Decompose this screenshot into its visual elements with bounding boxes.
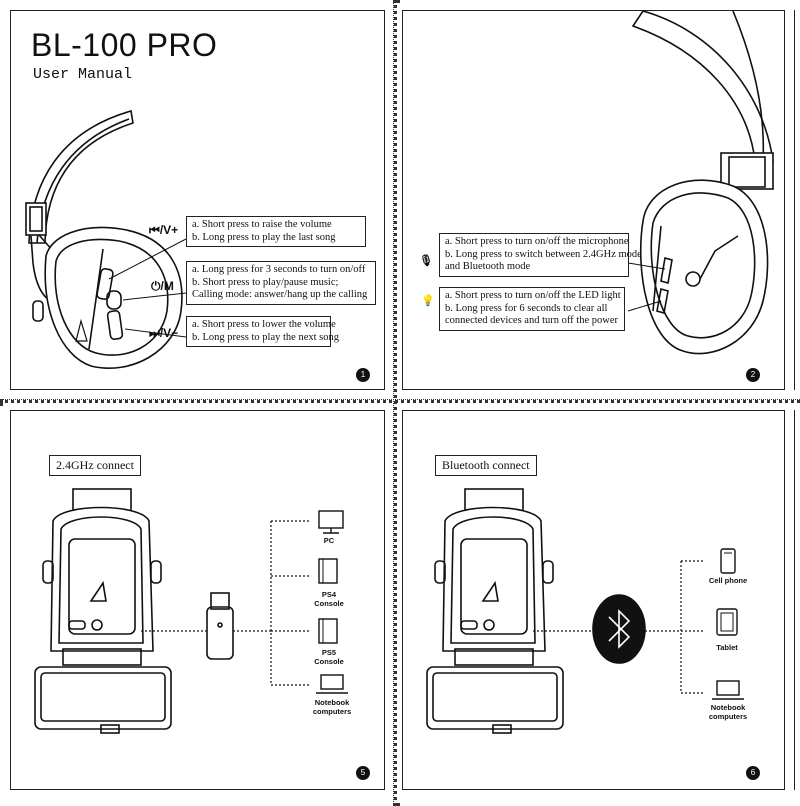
info-line: b. Long press for 6 seconds to clear all [445, 302, 608, 314]
info-line: Calling mode: answer/hang up the calling [192, 289, 368, 300]
power-mode-label: ⏻/M [151, 279, 174, 293]
manual-page-1: BL-100 PRO User Manual ⏮/V+ a. Short pre… [10, 10, 385, 390]
manual-page-5: 2.4GHz connect PC PS4 Console PS5 Consol… [10, 410, 385, 790]
microphone-icon: 🎙 [419, 255, 433, 267]
connection-title: Bluetooth connect [435, 455, 537, 476]
light-icon: 💡 [421, 295, 435, 307]
volume-down-label: ⏭/V− [149, 326, 179, 340]
page-number: 1 [356, 368, 370, 382]
device-label-pc: PC [323, 536, 335, 545]
volume-down-info-box: a. Short press to lower the volume b. Lo… [186, 316, 339, 347]
page-number: 2 [746, 368, 760, 382]
cut-line-vertical [393, 0, 397, 806]
volume-up-label: ⏮/V+ [149, 223, 179, 237]
connection-title: 2.4GHz connect [49, 455, 141, 476]
next-page-edge [794, 10, 800, 390]
power-info-box: a. Long press for 3 seconds to turn on/o… [186, 261, 376, 305]
device-label-ps4: PS4 Console [314, 590, 344, 608]
info-line: a. Short press to turn on/off the microp… [445, 236, 629, 247]
manual-page-6: Bluetooth connect Cell phone Tablet Note… [402, 410, 785, 790]
headset-back-illustration [627, 11, 774, 355]
info-line: b. Long press to play the last song [192, 231, 336, 243]
skip-forward-icon: ⏭ [149, 326, 160, 340]
power-icon: ⏻ [151, 279, 161, 293]
device-label-notebook: Notebook computers [312, 698, 352, 716]
info-line: b. Long press to play the next song [192, 331, 339, 343]
next-page-edge [794, 410, 800, 790]
info-line: and Bluetooth mode [445, 261, 531, 272]
product-title: BL-100 PRO [31, 27, 218, 63]
info-line: a. Short press to lower the volume [192, 319, 336, 330]
manual-subtitle: User Manual [33, 66, 133, 83]
device-label-tablet: Tablet [716, 643, 738, 652]
led-info-box: a. Short press to turn on/off the LED li… [439, 287, 625, 331]
info-line: a. Short press to raise the volume [192, 219, 332, 230]
device-label-ps5: PS5 Console [314, 648, 344, 666]
info-line: a. Long press for 3 seconds to turn on/o… [192, 264, 366, 275]
headset-side-illustration [25, 109, 187, 369]
page-number: 5 [356, 766, 370, 780]
cut-line-horizontal [0, 399, 800, 403]
manual-page-2: 🎙 a. Short press to turn on/off the micr… [402, 10, 785, 390]
microphone-info-box: a. Short press to turn on/off the microp… [439, 233, 642, 277]
skip-back-icon: ⏮ [149, 223, 160, 237]
info-line: b. Long press to switch between 2.4GHz m… [445, 248, 642, 260]
device-label-notebook: Notebook computers [708, 703, 748, 721]
volume-up-info-box: a. Short press to raise the volume b. Lo… [186, 216, 366, 247]
dongle-connection-illustration [34, 488, 348, 734]
info-line: b. Short press to play/pause music; [192, 276, 339, 288]
device-label-cell-phone: Cell phone [708, 576, 748, 585]
bluetooth-connection-illustration [426, 488, 744, 734]
info-line: connected devices and turn off the power [445, 315, 618, 326]
info-line: a. Short press to turn on/off the LED li… [445, 290, 621, 301]
page-number: 6 [746, 766, 760, 780]
